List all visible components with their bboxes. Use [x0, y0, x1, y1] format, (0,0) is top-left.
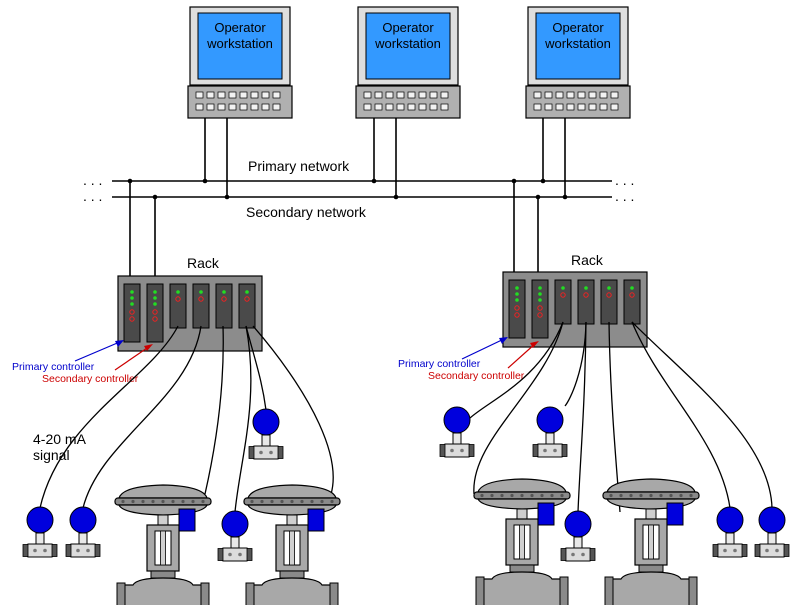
transmitter-icon: [754, 506, 790, 558]
transmitter-icon: [22, 506, 58, 558]
primary-network-label: Primary network: [248, 158, 350, 174]
transmitter-icon: [217, 510, 253, 562]
operator-workstation-3: Operator workstation: [525, 6, 631, 119]
control-valve-icon: [602, 478, 700, 605]
controller-callouts-right: Primary controller Secondary controller: [398, 337, 539, 382]
network-continuation-left-secondary: . . .: [83, 188, 102, 204]
control-valve-icon: [243, 484, 341, 605]
network-continuation-right-secondary: . . .: [615, 188, 634, 204]
operator-workstation-2: Operator workstation: [355, 6, 461, 119]
signal-label-line1: 4-20 mA: [33, 431, 87, 447]
control-valve-icon: [473, 478, 571, 605]
transmitter-icon: [532, 406, 568, 458]
primary-controller-card-icon: [508, 279, 526, 339]
io-card-icon: [215, 283, 233, 329]
network-junction-dots: [127, 178, 568, 200]
workstation-network-drops: [204, 118, 566, 197]
io-card-icon: [169, 283, 187, 329]
workstation-label-line2: workstation: [544, 36, 611, 51]
transmitter-icon: [248, 408, 284, 460]
network-continuation-left-primary: . . .: [83, 172, 102, 188]
primary-controller-card-icon: [123, 283, 141, 343]
secondary-network-label: Secondary network: [246, 204, 367, 220]
secondary-controller-label: Secondary controller: [42, 373, 139, 385]
transmitter-icon: [65, 506, 101, 558]
workstation-label-line1: Operator: [382, 20, 434, 35]
transmitter-icon: [439, 406, 475, 458]
io-card-icon: [192, 283, 210, 329]
workstation-label-line2: workstation: [374, 36, 441, 51]
workstation-label-line1: Operator: [552, 20, 604, 35]
rack-left: Rack: [117, 181, 263, 352]
operator-workstation-1: Operator workstation: [187, 6, 293, 119]
workstation-label-line1: Operator: [214, 20, 266, 35]
network-continuation-right-primary: . . .: [615, 172, 634, 188]
io-card-icon: [554, 279, 572, 325]
transmitter-icon: [712, 506, 748, 558]
secondary-controller-card-icon: [531, 279, 549, 339]
io-card-icon: [577, 279, 595, 325]
primary-controller-label: Primary controller: [398, 358, 481, 370]
secondary-controller-card-icon: [146, 283, 164, 343]
signal-label-line2: signal: [33, 447, 70, 463]
primary-controller-label: Primary controller: [12, 361, 95, 373]
rack-label: Rack: [571, 252, 604, 268]
controller-callouts-left: Primary controller Secondary controller: [12, 340, 153, 385]
workstation-label-line2: workstation: [206, 36, 273, 51]
rack-right: Rack: [502, 181, 648, 348]
transmitter-icon: [560, 510, 596, 562]
rack-label: Rack: [187, 255, 220, 271]
secondary-controller-label: Secondary controller: [428, 370, 525, 382]
io-card-icon: [600, 279, 618, 325]
io-card-icon: [623, 279, 641, 325]
control-valve-icon: [114, 484, 212, 605]
io-card-icon: [238, 283, 256, 329]
